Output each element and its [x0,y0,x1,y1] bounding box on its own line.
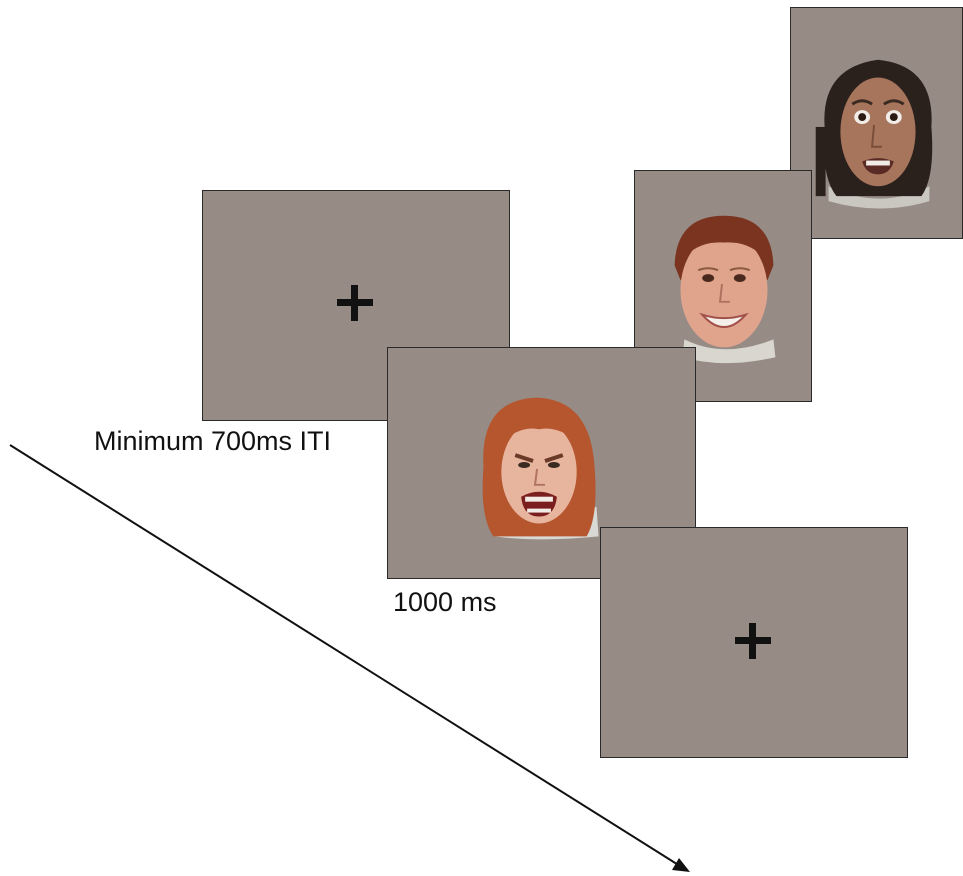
fixation-cross-icon [735,623,771,659]
iti-caption: Minimum 700ms ITI [94,426,332,456]
screen-face-happy [634,170,812,402]
fixation-cross-icon [337,284,373,321]
fearful-face-image [815,59,933,209]
face-duration-caption: 1000 ms [393,587,497,617]
screen-face-fearful [790,7,963,239]
angry-face-image [482,397,599,540]
screen-fixation-2 [600,527,908,758]
happy-face-image [674,215,776,364]
